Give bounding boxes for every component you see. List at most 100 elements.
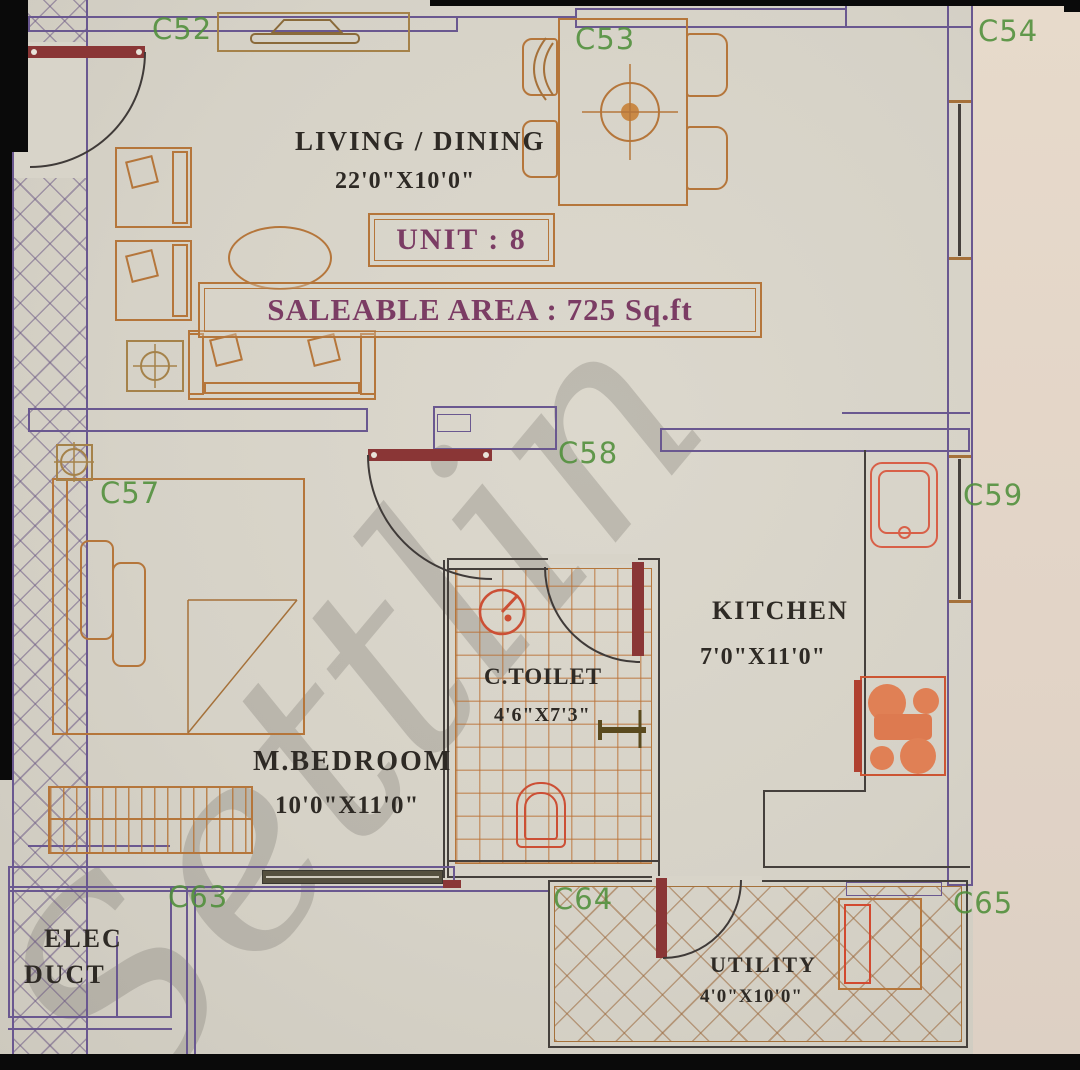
kitchen-step-h2 (763, 866, 970, 868)
bedroom-door-hinge (371, 452, 377, 458)
dining-chair-left-1 (522, 38, 558, 96)
column-label-c64: C64 (553, 882, 614, 916)
utility-size: 4'0"X10'0" (700, 986, 803, 1007)
wardrobe-midline (48, 818, 253, 820)
pillow-2 (112, 562, 146, 667)
single-sofa-2-back (172, 244, 188, 317)
saleable-area-label: SALEABLE AREA : 725 Sq.ft (267, 292, 693, 327)
toilet-bottom-wall-inner (449, 860, 658, 862)
utility-door-panel (656, 878, 667, 958)
utility-lintel (846, 882, 942, 896)
bedroom-label: M.BEDROOM (253, 746, 453, 777)
top-wall-left (28, 16, 458, 32)
kitchen-top-wall (660, 428, 970, 452)
kitchen-step-h1 (763, 790, 866, 792)
toilet-top-wall-inner (447, 568, 548, 570)
top-wall-opening-line (458, 16, 575, 18)
corridor-wall (186, 886, 196, 1056)
single-sofa-1 (115, 147, 192, 228)
kitchen-sink (870, 462, 938, 548)
window-c59-glass (958, 459, 961, 599)
kitchen-step-v (763, 790, 765, 868)
utility-door-opening (652, 876, 762, 886)
entry-door-hinge (31, 49, 37, 55)
sofa-3seat-back (204, 382, 360, 394)
column-label-c54: C54 (978, 14, 1039, 48)
unit-label: UNIT : 8 (396, 223, 527, 256)
bedroom-right-wall-line (443, 560, 445, 878)
stove-burner-4 (900, 738, 936, 774)
wc-fixture-inner (524, 792, 558, 840)
window-c54-glass (958, 104, 961, 256)
dining-chair-right-1 (686, 33, 728, 97)
column-label-c57: C57 (100, 476, 161, 510)
sofa-3seat-armrest-right (360, 333, 376, 395)
column-label-c63: C63 (168, 880, 229, 914)
column-c58-inner (437, 414, 471, 432)
edge-bottom-strip (0, 1054, 1080, 1070)
edge-top-right-notch (1064, 0, 1080, 12)
single-sofa-1-back (172, 151, 188, 224)
pillow-1 (80, 540, 114, 640)
bedroom-side-table (56, 444, 93, 481)
kitchen-size: 7'0"X11'0" (700, 644, 826, 670)
kitchen-top-wall-line (842, 412, 970, 414)
column-label-c59: C59 (963, 478, 1024, 512)
bedroom-door-panel (368, 449, 492, 461)
toilet-label: C.TOILET (484, 664, 603, 689)
elec-duct-lower-line (8, 1028, 172, 1030)
stove-burner-2 (913, 688, 939, 714)
paper-right-tint (973, 0, 1080, 1056)
stove-side-strip (854, 680, 862, 772)
column-label-c52: C52 (152, 12, 213, 46)
dining-chair-right-2 (686, 126, 728, 190)
elec-duct-divider (116, 936, 118, 1018)
bedroom-bottom-wall (8, 866, 455, 888)
tv-unit (217, 12, 410, 52)
stove-center-plate (874, 714, 932, 740)
elec-duct-label-2: DUCT (24, 960, 106, 989)
washing-machine-slot (838, 898, 922, 990)
kitchen-sink-drain (898, 526, 911, 539)
tv-base (250, 33, 360, 44)
outer-bottom-line (8, 890, 548, 892)
edge-left-strip (0, 0, 12, 780)
dining-table (558, 18, 688, 206)
living-side-table (126, 340, 184, 392)
elec-duct-walls (8, 886, 172, 1018)
edge-top-strip (430, 0, 1080, 6)
saleable-area-box: SALEABLE AREA : 725 Sq.ft (198, 282, 762, 338)
utility-label: UTILITY (710, 952, 817, 977)
elec-duct-label-1: ELEC (44, 924, 123, 953)
stove-burner-3 (870, 746, 894, 770)
dining-chair-left-2 (522, 120, 558, 178)
wardrobe (48, 786, 253, 854)
kitchen-sink-inner (878, 470, 930, 534)
toilet-door-opening (548, 554, 638, 564)
living-room-label: LIVING / DINING (295, 126, 546, 156)
washing-machine (844, 904, 871, 984)
unit-box: UNIT : 8 (368, 213, 555, 267)
bed (52, 478, 305, 735)
wc-fixture (516, 782, 566, 848)
kitchen-label: KITCHEN (712, 596, 849, 625)
living-bedroom-wall (28, 408, 368, 432)
bedroom-size: 10'0"X11'0" (275, 792, 420, 819)
coffee-table (228, 226, 332, 290)
toilet-size: 4'6"X7'3" (494, 704, 591, 726)
bedroom-window-glass (266, 876, 439, 878)
sofa-3seat-armrest-left (188, 333, 204, 395)
utility-floor-tiles (554, 886, 962, 1042)
entry-door-hinge2 (136, 49, 142, 55)
bed-headboard (66, 480, 68, 733)
column-label-c65: C65 (953, 886, 1014, 920)
column-c58 (433, 406, 557, 450)
bedroom-window-cap (443, 880, 461, 888)
living-room-size: 22'0"X10'0" (335, 168, 476, 194)
column-label-c53: C53 (575, 22, 636, 56)
bedroom-door-hinge2 (483, 452, 489, 458)
single-sofa-2 (115, 240, 192, 321)
toilet-door-panel (632, 562, 644, 656)
column-label-c58: C58 (558, 436, 619, 470)
entry-door-panel (28, 46, 145, 58)
